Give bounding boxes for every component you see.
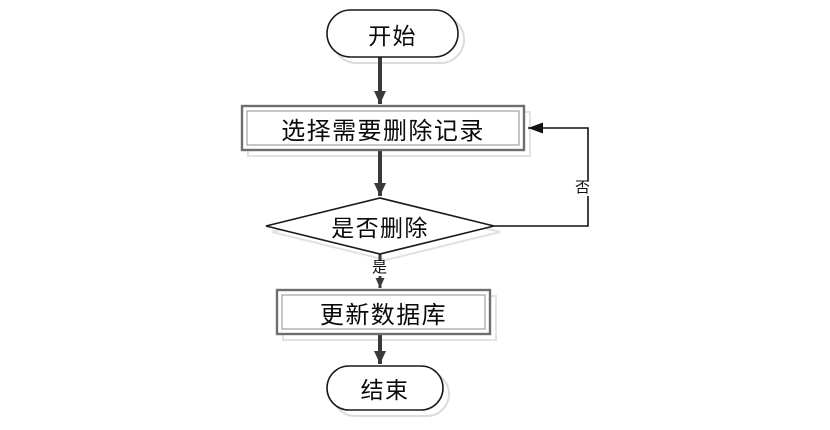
edge-label-no: 否: [574, 180, 592, 196]
node-delete-decision-label: 是否删除: [331, 216, 429, 241]
node-update-database-outer[interactable]: [275, 288, 492, 336]
node-layer: [240, 9, 526, 411]
node-update-database-inner: [281, 294, 486, 330]
node-update-database-label: 更新数据库: [319, 302, 448, 329]
edge-label-yes: 是: [371, 260, 389, 276]
node-select-records-inner: [246, 110, 520, 146]
node-start-label: 开始: [368, 23, 417, 49]
node-end-shape[interactable]: [326, 365, 444, 411]
node-delete-decision-shape[interactable]: [265, 197, 495, 255]
node-select-records-label: 选择需要删除记录: [281, 118, 485, 145]
edge-decision-no: [494, 122, 589, 227]
node-end-label: 结束: [360, 378, 410, 403]
connector-layer: [374, 57, 589, 364]
node-start-shape[interactable]: [326, 9, 459, 58]
node-select-records-outer[interactable]: [240, 104, 526, 152]
